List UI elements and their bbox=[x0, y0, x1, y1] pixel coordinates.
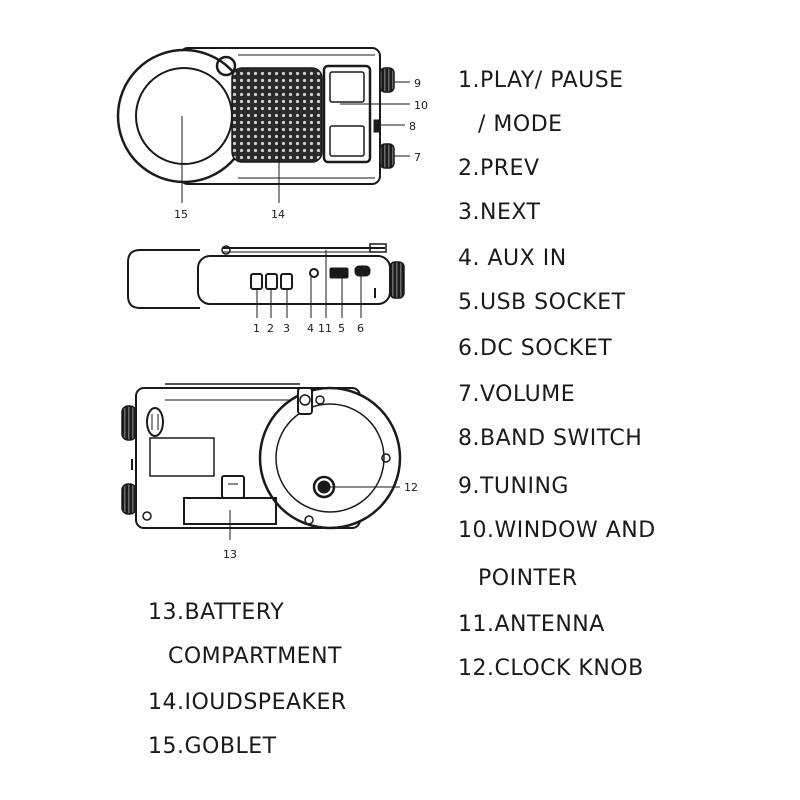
legend-item-14: 14.IOUDSPEAKER bbox=[148, 690, 347, 715]
usb-socket bbox=[329, 267, 349, 279]
goblet-inner bbox=[135, 67, 233, 165]
legend-item-8: 8.BAND SWITCH bbox=[458, 426, 643, 451]
legend-item-10a: 10.WINDOW AND bbox=[458, 518, 656, 543]
volume-knob bbox=[379, 143, 395, 169]
clock-ring-inner bbox=[275, 403, 385, 513]
callout-11: 11 bbox=[318, 322, 332, 335]
callout-15: 15 bbox=[174, 208, 188, 221]
legend-item-13a: 13.BATTERY bbox=[148, 600, 285, 625]
legend-item-3: 3.NEXT bbox=[458, 200, 541, 225]
back-knob-top bbox=[121, 405, 137, 441]
callout-13: 13 bbox=[223, 548, 237, 561]
legend-item-2: 2.PREV bbox=[458, 156, 540, 181]
legend-item-13b: COMPARTMENT bbox=[168, 644, 342, 669]
legend-item-7: 7.VOLUME bbox=[458, 382, 576, 407]
callout-1: 1 bbox=[253, 322, 260, 335]
top-goblet-shell bbox=[127, 249, 200, 309]
callout-4: 4 bbox=[307, 322, 314, 335]
tuning-window bbox=[322, 64, 372, 164]
legend-item-1a: 1.PLAY/ PAUSE bbox=[458, 68, 624, 93]
top-view bbox=[127, 243, 405, 318]
callout-5: 5 bbox=[338, 322, 345, 335]
top-small-circle bbox=[215, 55, 237, 77]
legend-item-12: 12.CLOCK KNOB bbox=[458, 656, 644, 681]
legend-item-15: 15.GOBLET bbox=[148, 734, 277, 759]
front-view bbox=[116, 47, 410, 203]
back-view bbox=[121, 383, 402, 540]
callout-10: 10 bbox=[414, 99, 428, 112]
legend-item-4: 4. AUX IN bbox=[458, 246, 567, 271]
rating-label bbox=[149, 437, 215, 477]
legend-item-10b: POINTER bbox=[478, 566, 578, 591]
legend-item-6: 6.DC SOCKET bbox=[458, 336, 613, 361]
legend-item-1b: / MODE bbox=[478, 112, 563, 137]
band-switch bbox=[373, 119, 381, 133]
side-knob bbox=[389, 261, 405, 299]
callout-8: 8 bbox=[409, 120, 416, 133]
legend-item-5: 5.USB SOCKET bbox=[458, 290, 626, 315]
tuning-knob bbox=[379, 67, 395, 93]
callout-6: 6 bbox=[357, 322, 364, 335]
legend-item-9: 9.TUNING bbox=[458, 474, 569, 499]
callout-14: 14 bbox=[271, 208, 285, 221]
aux-in-jack bbox=[309, 268, 319, 278]
speaker-grill bbox=[231, 67, 323, 163]
dc-socket bbox=[354, 265, 371, 277]
callout-7: 7 bbox=[414, 151, 421, 164]
legend-item-11: 11.ANTENNA bbox=[458, 612, 605, 637]
back-knob-bottom bbox=[121, 483, 137, 515]
callout-12: 12 bbox=[404, 481, 418, 494]
callout-3: 3 bbox=[283, 322, 290, 335]
callout-2: 2 bbox=[267, 322, 274, 335]
callout-9: 9 bbox=[414, 77, 421, 90]
